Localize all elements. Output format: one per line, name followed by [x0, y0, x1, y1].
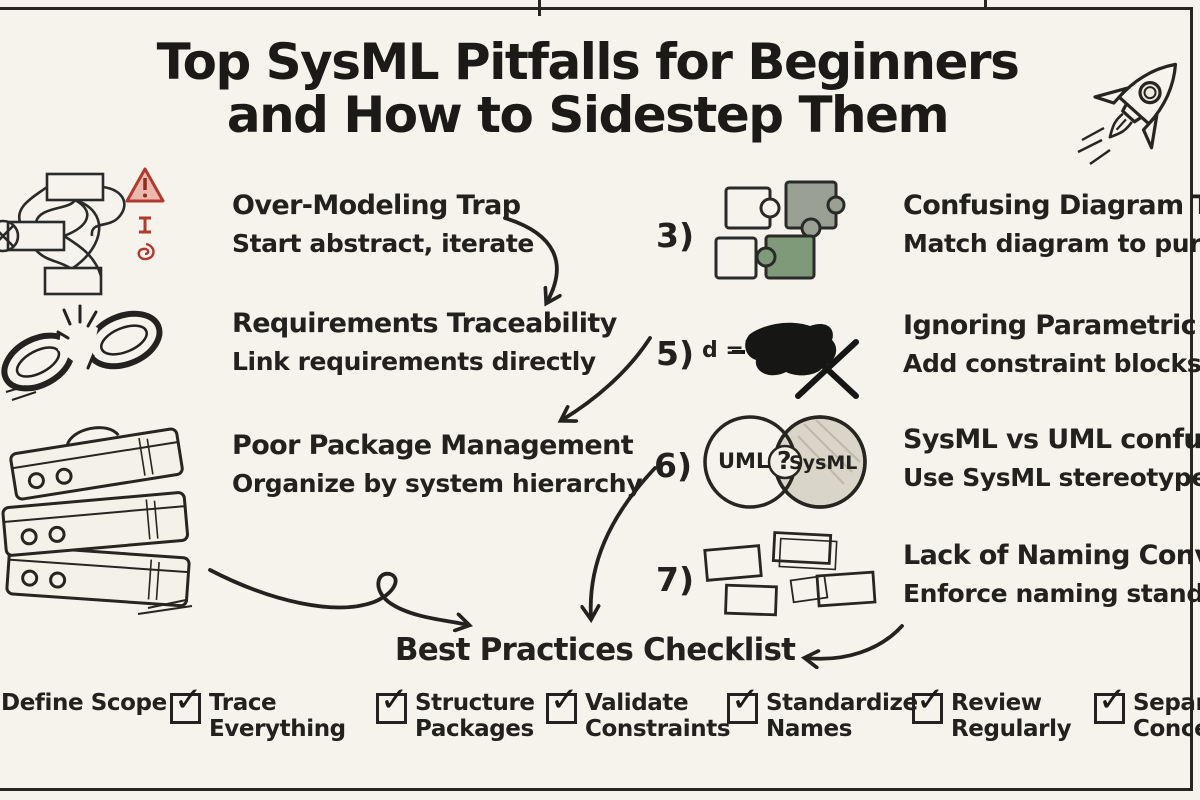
checklist-item-review: ✓ Review Regularly — [912, 683, 1072, 743]
pitfall-title: Ignoring Parametric Diagrams — [903, 310, 1200, 341]
checklist-item-validate: ✓ Validate Constraints — [546, 683, 731, 743]
checklist-item-label: Standardize Names — [766, 690, 918, 743]
venn-left-label: UML — [718, 449, 770, 473]
pitfall-number-7: 7) — [656, 560, 695, 599]
venn-center-label: ? — [777, 446, 792, 475]
pitfall-title: Confusing Diagram Types — [903, 190, 1200, 221]
tangled-diagram-icon — [0, 167, 165, 296]
checklist-item-label: Trace Everything — [209, 690, 346, 743]
pitfall-sysml-vs-uml: SysML vs UML confusion Use SysML stereot… — [903, 424, 1200, 492]
pitfall-package-management: Poor Package Management Organize by syst… — [232, 430, 643, 498]
check-icon: ✓ — [916, 680, 945, 720]
checklist-item-label: Validate Constraints — [585, 690, 731, 743]
pitfall-number-6: 6) — [654, 446, 693, 485]
pitfall-title: Requirements Traceability — [232, 308, 617, 339]
checklist-item-separate: ✓ Separate Concerns — [1094, 683, 1200, 743]
pitfall-traceability: Requirements Traceability Link requireme… — [232, 308, 617, 376]
title-line-1: Top SysML Pitfalls for Beginners — [156, 33, 1020, 91]
binder-stack-icon — [1, 426, 193, 615]
pitfall-tip: Organize by system hierarchy — [232, 469, 643, 498]
equation-scribble-icon — [732, 322, 859, 399]
pitfall-title: Lack of Naming Conventions — [903, 540, 1200, 571]
pitfall-number-5: 5) — [656, 334, 695, 373]
checklist-item-trace: ✓ Trace Everything — [170, 683, 346, 743]
checklist-item-structure: ✓ Structure Packages — [376, 683, 536, 743]
arrow-binders-to-checklist — [208, 568, 468, 625]
checkbox-icon: ✓ — [170, 683, 203, 724]
venn-diagram-icon — [703, 415, 867, 509]
puzzle-icon — [714, 180, 846, 280]
broken-chain-icon — [1, 304, 163, 401]
pitfall-parametric: Ignoring Parametric Diagrams Add constra… — [903, 310, 1200, 378]
pitfall-tip: Use SysML stereotypes — [903, 463, 1200, 492]
checkbox-icon: ✓ — [727, 683, 760, 724]
checklist-item-label: Define Scope — [1, 690, 167, 716]
pitfall-title: Over-Modeling Trap — [232, 190, 521, 221]
checklist-item-label: Separate Concerns — [1133, 690, 1200, 743]
checklist-item-define-scope: ✓ Define Scope — [0, 690, 167, 724]
check-icon: ✓ — [550, 680, 579, 720]
pitfall-over-modeling: Over-Modeling Trap Start abstract, itera… — [232, 190, 534, 258]
pitfall-number-3: 3) — [656, 216, 695, 255]
page-title: Top SysML Pitfalls for Beginners and How… — [0, 36, 1175, 142]
checkbox-icon: ✓ — [546, 683, 579, 724]
pitfall-tip: Start abstract, iterate — [232, 229, 534, 258]
sketch-boxes-icon — [703, 531, 877, 617]
venn-right-label: SysML — [789, 452, 858, 474]
checkbox-icon: ✓ — [1094, 683, 1127, 724]
checklist-item-label: Review Regularly — [951, 690, 1072, 743]
pitfall-tip: Match diagram to purpose — [903, 229, 1200, 258]
warning-triangle-icon — [125, 167, 165, 261]
rocket-icon — [1077, 62, 1178, 165]
title-line-2: and How to Sidestep Them — [226, 86, 950, 144]
check-icon: ✓ — [731, 680, 760, 720]
pitfall-title: Poor Package Management — [232, 430, 634, 461]
check-icon: ✓ — [1098, 680, 1127, 720]
pitfall-title: SysML vs UML confusion — [903, 424, 1200, 455]
pitfall-tip: Enforce naming standards — [903, 579, 1200, 608]
checkbox-icon: ✓ — [376, 683, 409, 724]
pitfall-tip: Link requirements directly — [232, 347, 596, 376]
pitfall-tip: Add constraint blocks — [903, 349, 1200, 378]
checkbox-icon: ✓ — [912, 683, 945, 724]
pitfall-diagram-types: Confusing Diagram Types Match diagram to… — [903, 190, 1200, 258]
frame-mark — [538, 0, 541, 16]
check-icon: ✓ — [174, 680, 203, 720]
pitfall-naming: Lack of Naming Conventions Enforce namin… — [903, 540, 1200, 608]
checklist-item-label: Structure Packages — [415, 690, 535, 743]
check-icon: ✓ — [380, 680, 409, 720]
equation-label: d = — [702, 338, 744, 363]
frame-mark — [984, 0, 987, 10]
checklist-item-standardize: ✓ Standardize Names — [727, 683, 918, 743]
checklist-heading: Best Practices Checklist — [394, 632, 796, 668]
